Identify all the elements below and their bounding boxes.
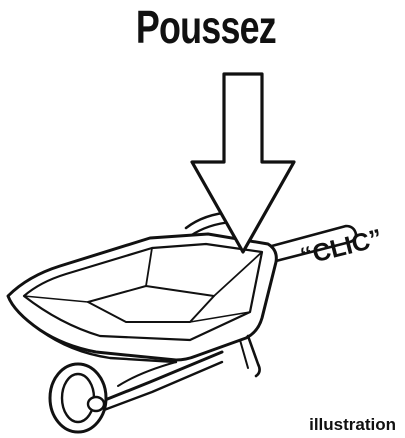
figure-caption: illustration — [309, 416, 396, 434]
wheelbarrow-icon — [8, 234, 276, 410]
wheel — [50, 364, 106, 432]
down-arrow-icon — [192, 74, 294, 252]
